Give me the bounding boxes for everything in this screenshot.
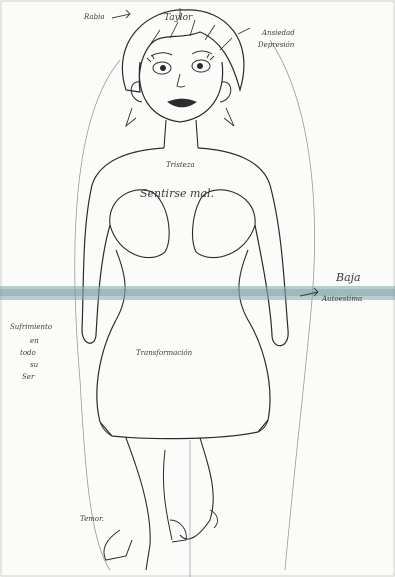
- note-sufrimiento-3: todo: [20, 350, 36, 357]
- note-transformacion: Transformación: [136, 350, 192, 357]
- note-rabia: Rabia: [84, 14, 105, 21]
- note-sufrimiento-4: su: [30, 362, 38, 369]
- left-leg: [126, 438, 150, 570]
- skirt: [97, 320, 270, 439]
- right-leg: [180, 438, 213, 539]
- note-taylor: Taylor: [164, 14, 192, 23]
- right-arm: [255, 185, 288, 346]
- body-outline-halo: [75, 40, 315, 570]
- note-temor: Temor.: [80, 516, 104, 523]
- note-autoestima: Autoestima: [322, 296, 362, 303]
- hair-tufts: [126, 108, 234, 126]
- note-baja: Baja: [336, 272, 361, 283]
- note-sufrimiento-1: Sufrimiento: [10, 324, 52, 331]
- calf: [163, 450, 172, 540]
- brows: [151, 51, 212, 56]
- arrow-rabia: [112, 10, 130, 18]
- waist: [116, 250, 248, 320]
- note-sentirse-mal: Sentirse mal.: [140, 188, 214, 199]
- note-ansiedad: Ansiedad: [262, 30, 295, 37]
- note-depresion: Depresión: [258, 42, 294, 49]
- nose: [177, 74, 185, 87]
- note-sufrimiento-2: en: [30, 338, 39, 345]
- knee: [210, 510, 217, 528]
- skirt-fold: [100, 420, 268, 436]
- note-sufrimiento-5: Ser: [22, 374, 34, 381]
- note-tristeza: Tristeza: [166, 162, 195, 169]
- neck: [164, 120, 198, 148]
- face: [139, 62, 222, 122]
- mouth: [168, 99, 196, 107]
- left-arm: [82, 185, 110, 343]
- arrow-ansiedad: [238, 28, 250, 34]
- shoe: [104, 530, 132, 560]
